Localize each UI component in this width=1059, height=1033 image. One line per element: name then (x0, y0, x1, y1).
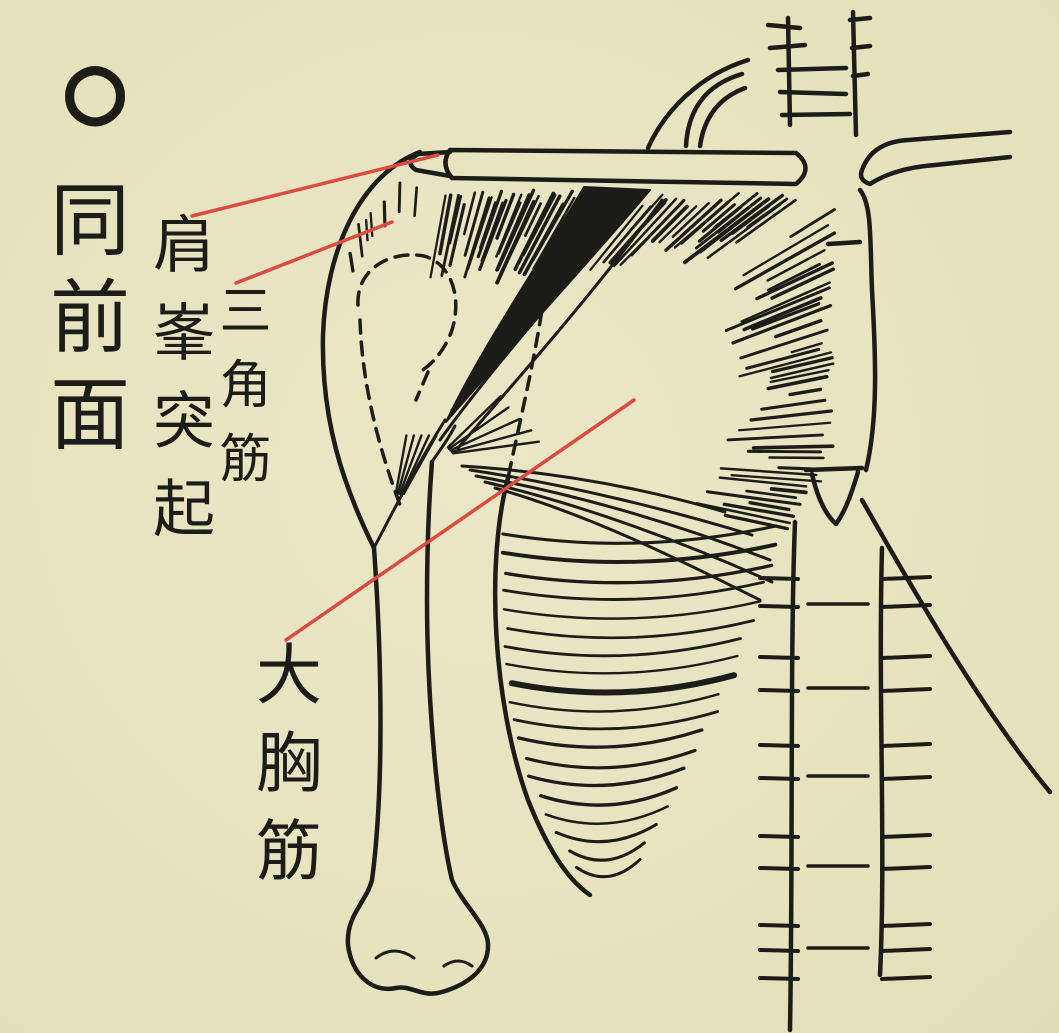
rib-stroke (504, 601, 760, 618)
deltoid-fibers (350, 183, 574, 494)
rib-end-left (760, 606, 798, 607)
cervical-vertebra-line (768, 12, 870, 135)
rib-ends (760, 577, 930, 979)
rib-stroke (570, 843, 645, 860)
pectoralis-fiber (791, 210, 835, 237)
rib-end-left (760, 690, 798, 691)
deltoid-fiber (359, 224, 363, 256)
rib-stroke (506, 656, 737, 673)
rib-end-left (760, 950, 798, 951)
rib-end-right (882, 867, 930, 869)
rib-end-right (882, 949, 930, 951)
rib-stroke (556, 824, 656, 841)
deltopectoral-shadow (446, 187, 650, 422)
rib-end-left (760, 925, 798, 926)
ribcage-side-line (862, 500, 1050, 792)
deltoid-fiber (371, 213, 373, 236)
pectoralis-fiber (754, 446, 833, 448)
pectoralis-fiber (725, 515, 787, 528)
rib-end-right (882, 689, 930, 691)
rib-end-right (882, 656, 930, 658)
clavicle-left (445, 150, 805, 184)
rib-stroke (506, 565, 772, 582)
pectoralis-fiber (768, 377, 827, 389)
rib-stroke (512, 675, 734, 692)
humerus-neck-dashed-line (360, 320, 428, 505)
rib-end-right (882, 577, 930, 579)
rib-stroke (546, 806, 668, 823)
rib-stroke (510, 694, 719, 711)
rib-end-left (760, 778, 798, 779)
deltoid-fiber (415, 188, 417, 216)
pectoralis-fiber (790, 389, 820, 394)
pectoralis-fiber (739, 423, 830, 431)
deltoid-fiber (384, 202, 385, 226)
rib-stroke (529, 768, 684, 785)
rib-end-left (760, 578, 798, 579)
rib-end-right (882, 777, 930, 779)
rib-end-left (760, 657, 798, 658)
pectoralis-fiber (762, 400, 825, 409)
deltoid-fiber (399, 183, 400, 212)
rib-end-right (882, 977, 930, 979)
rib-end-right (882, 924, 930, 926)
pectoralis-fiber (751, 411, 831, 420)
clavicle-right (861, 132, 1010, 184)
rib-end-left (760, 836, 798, 837)
pectoralis-fiber (728, 435, 823, 440)
rib-end-left (760, 868, 798, 869)
xiphoid (806, 468, 862, 524)
pectoralis-fiber (721, 196, 782, 241)
figure-title: 同前面 (43, 178, 123, 469)
label-pectoralis-major: 大胸筋 (250, 640, 316, 904)
deltoid-anterior-border (374, 420, 455, 548)
rib-stroke (508, 621, 754, 638)
pectoralis-fiber (772, 489, 806, 493)
label-acromion: 肩峯突起 (147, 212, 209, 564)
pectoralis-fiber (748, 451, 820, 452)
rib-stroke (541, 788, 677, 805)
ribcage-strokes (503, 526, 776, 877)
rib-stroke (527, 751, 695, 768)
rib-end-right (882, 744, 930, 746)
rib-end-right (882, 605, 930, 607)
first-rib-curve (648, 60, 748, 148)
rib-stroke (518, 730, 701, 747)
deltoid-fiber (350, 253, 353, 270)
rib-stroke (514, 712, 718, 729)
rib-end-left (760, 745, 798, 746)
rib-stroke (577, 859, 641, 876)
rib-stroke (504, 582, 764, 599)
label-deltoid: 三角筋 (214, 283, 266, 505)
rib-stroke (505, 639, 741, 656)
rib-end-left (760, 978, 798, 979)
humerus-distal-detail (376, 951, 472, 966)
rib-end-right (882, 835, 930, 837)
circle-mark: ○ (50, 40, 140, 140)
